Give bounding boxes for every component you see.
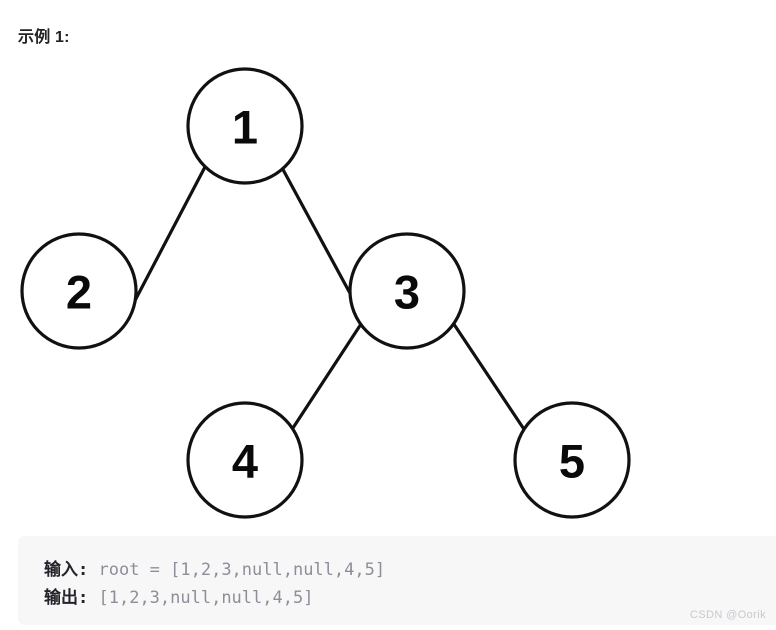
node-circle-5 [513, 401, 631, 519]
output-line: 输出: [1,2,3,null,null,4,5] [44, 584, 776, 612]
input-value: root = [1,2,3,null,null,4,5] [98, 560, 386, 580]
node-circle-1 [186, 67, 304, 185]
input-colon: : [78, 560, 89, 580]
node-circle-4 [186, 401, 304, 519]
output-value: [1,2,3,null,null,4,5] [98, 588, 314, 608]
tree-edges [117, 165, 536, 447]
tree-diagram-svg: 1 2 3 4 5 [20, 67, 631, 519]
node-label-4: 4 [232, 435, 258, 488]
edge-3-5 [443, 308, 536, 447]
tree-node-4[interactable]: 4 [186, 401, 304, 519]
tree-node-1[interactable]: 1 [186, 67, 304, 185]
tree-node-2[interactable]: 2 [20, 232, 138, 350]
edge-3-4 [280, 308, 372, 447]
page-title: 示例 1: [18, 29, 70, 46]
node-label-5: 5 [559, 435, 585, 488]
node-label-2: 2 [66, 266, 92, 319]
input-line: 输入: root = [1,2,3,null,null,4,5] [44, 556, 776, 584]
output-label: 输出 [44, 588, 78, 607]
io-code-block: 输入: root = [1,2,3,null,null,4,5] 输出: [1,… [18, 536, 776, 625]
node-label-1: 1 [232, 101, 258, 154]
input-label: 输入 [44, 560, 78, 579]
tree-node-5[interactable]: 5 [513, 401, 631, 519]
node-circle-2 [20, 232, 138, 350]
binary-tree-figure: 1 2 3 4 5 [0, 55, 776, 525]
node-label-3: 3 [394, 266, 420, 319]
watermark-label: CSDN @Oorik [689, 609, 766, 621]
node-circle-3 [348, 232, 466, 350]
output-colon: : [78, 588, 89, 608]
tree-node-3[interactable]: 3 [348, 232, 466, 350]
